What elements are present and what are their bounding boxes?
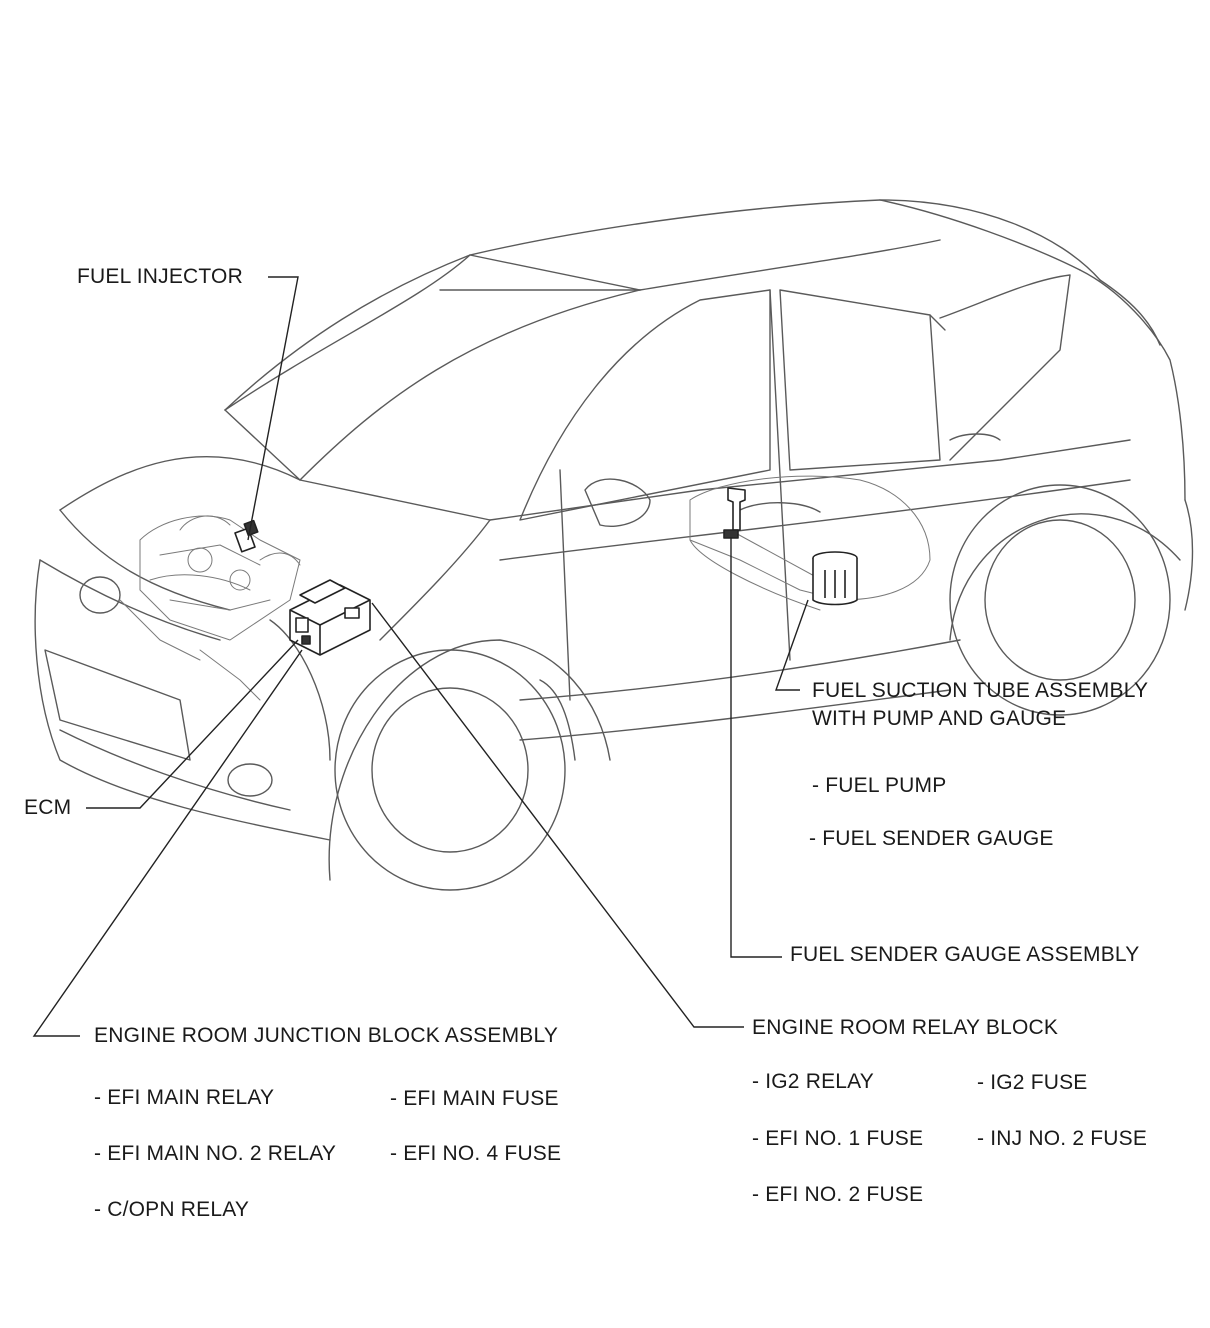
label-fuel-suction-line2: WITH PUMP AND GAUGE xyxy=(812,707,1067,730)
junction-item: - EFI MAIN NO. 2 RELAY xyxy=(94,1142,337,1165)
relay-item: - EFI NO. 1 FUSE xyxy=(752,1127,924,1150)
relay-item: - IG2 FUSE xyxy=(977,1071,1088,1094)
engine-room-blocks-graphic xyxy=(289,579,371,656)
fuel-tank-outline xyxy=(689,475,931,611)
leader-lines xyxy=(32,276,809,1037)
relay-item: - IG2 RELAY xyxy=(752,1070,875,1093)
label-fuel-suction-line1: FUEL SUCTION TUBE ASSEMBLY xyxy=(812,679,1149,702)
label-fuel-sender-gauge: - FUEL SENDER GAUGE xyxy=(809,827,1054,850)
fuel-sender-gauge-graphic xyxy=(723,487,746,539)
label-ecm: ECM xyxy=(24,796,72,819)
fuel-injector-graphic xyxy=(234,519,259,553)
label-relay-block: ENGINE ROOM RELAY BLOCK xyxy=(752,1016,1059,1039)
car-body-outline xyxy=(34,199,1194,891)
relay-item: - INJ NO. 2 FUSE xyxy=(977,1127,1148,1150)
junction-item: - EFI MAIN RELAY xyxy=(94,1086,275,1109)
fuel-pump-assembly-graphic xyxy=(812,551,858,606)
junction-item: - EFI NO. 4 FUSE xyxy=(390,1142,562,1165)
junction-item: - C/OPN RELAY xyxy=(94,1198,250,1221)
label-junction-block: ENGINE ROOM JUNCTION BLOCK ASSEMBLY xyxy=(94,1024,559,1047)
label-fuel-pump: - FUEL PUMP xyxy=(812,774,947,797)
relay-item: - EFI NO. 2 FUSE xyxy=(752,1183,924,1206)
junction-item: - EFI MAIN FUSE xyxy=(390,1087,559,1110)
label-fuel-injector: FUEL INJECTOR xyxy=(77,265,243,288)
engine-bay xyxy=(119,515,301,701)
label-fuel-sender-gauge-assembly: FUEL SENDER GAUGE ASSEMBLY xyxy=(790,943,1140,966)
